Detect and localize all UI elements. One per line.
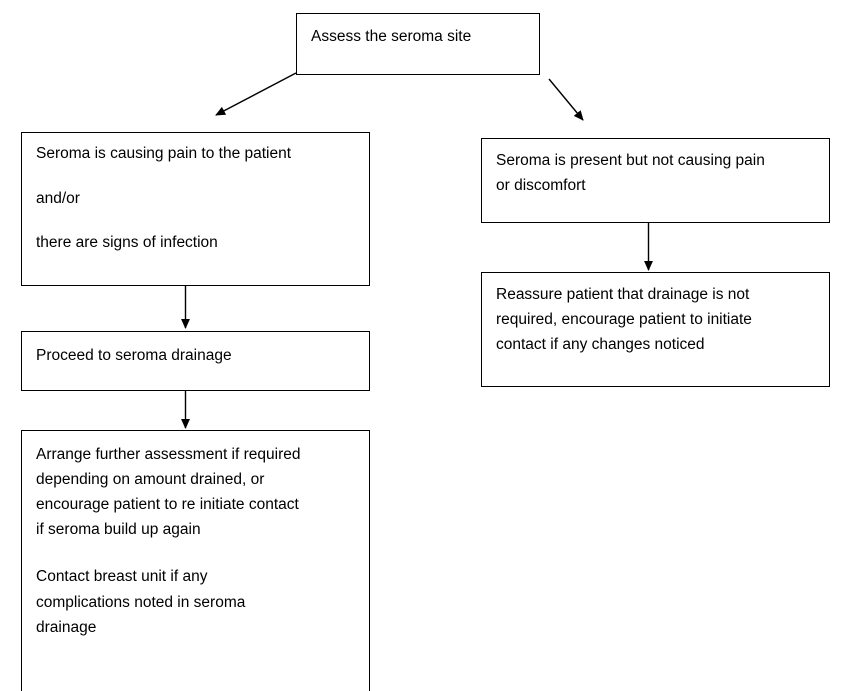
node-reassure-line-2: required, encourage patient to initiate (496, 311, 752, 329)
node-proceed-to-drainage[interactable]: Proceed to seroma drainage (21, 331, 370, 391)
node-follow-up-p2-line-1: Contact breast unit if any (36, 568, 208, 586)
node-no-pain-line-1: Seroma is present but not causing pain (496, 152, 765, 169)
node-reassure-line-1: Reassure patient that drainage is not (496, 286, 750, 303)
node-follow-up-p1-line-1: Arrange further assessment if required (36, 446, 301, 463)
node-follow-up-p1-line-4: if seroma build up again (36, 521, 201, 539)
node-follow-up-actions[interactable]: Arrange further assessment if required d… (21, 430, 370, 691)
node-follow-up-p1-line-2: depending on amount drained, or (36, 471, 265, 489)
node-assess-seroma-site[interactable]: Assess the seroma site (296, 13, 540, 75)
node-proceed-line-1: Proceed to seroma drainage (36, 347, 232, 364)
node-follow-up-p1-line-3: encourage patient to re initiate contact (36, 496, 299, 514)
follow-up-paragraph-gap (36, 542, 357, 564)
node-pain-or-infection[interactable]: Seroma is causing pain to the patient an… (21, 132, 370, 286)
node-pain-line-1: Seroma is causing pain to the patient (36, 145, 292, 162)
follow-up-paragraph-one: Arrange further assessment if required d… (36, 442, 357, 542)
node-follow-up-p2-line-3: drainage (36, 618, 97, 636)
connector-assess-to-no-pain-branch (548, 78, 584, 121)
node-assess-line-1: Assess the seroma site (311, 28, 472, 45)
connector-assess-to-pain-branch (215, 72, 297, 116)
node-reassure-patient[interactable]: Reassure patient that drainage is not re… (481, 272, 830, 387)
node-no-pain-present[interactable]: Seroma is present but not causing pain o… (481, 138, 830, 223)
follow-up-paragraph-two: Contact breast unit if any complications… (36, 564, 357, 639)
node-follow-up-p2-line-2: complications noted in seroma (36, 593, 246, 611)
node-no-pain-line-2: or discomfort (496, 177, 586, 195)
node-pain-line-2: and/or (36, 189, 80, 207)
node-pain-line-3: there are signs of infection (36, 234, 218, 251)
node-reassure-line-3: contact if any changes noticed (496, 336, 705, 354)
